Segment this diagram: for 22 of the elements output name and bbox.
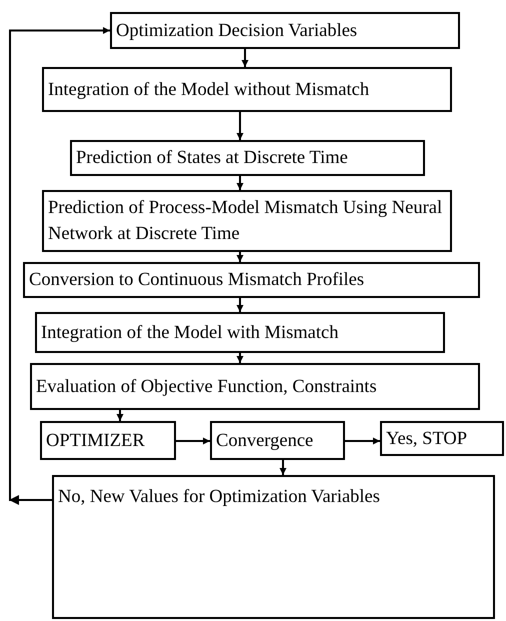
box-label: Yes, STOP bbox=[386, 428, 468, 450]
box-label: Evaluation of Objective Function, Constraints bbox=[36, 376, 377, 398]
process-box bbox=[23, 262, 480, 298]
process-box bbox=[210, 421, 345, 460]
process-box bbox=[35, 312, 445, 353]
process-box bbox=[52, 475, 495, 619]
box-label: Prediction of States at Discrete Time bbox=[76, 147, 348, 170]
process-box bbox=[42, 190, 452, 252]
process-box bbox=[380, 421, 504, 456]
box-label: Integration of the Model with Mismatch bbox=[41, 322, 338, 344]
process-box bbox=[30, 363, 480, 410]
process-box bbox=[70, 140, 425, 176]
process-box bbox=[40, 421, 176, 460]
process-box bbox=[42, 67, 452, 112]
box-label: Convergence bbox=[216, 430, 314, 452]
box-label: Integration of the Model without Mismatch bbox=[48, 78, 370, 102]
box-label: Optimization Decision Variables bbox=[116, 20, 358, 42]
process-box bbox=[110, 12, 460, 49]
box-label: Prediction of Process-Model Mismatch Using Neural Network at Discrete Time bbox=[48, 197, 444, 246]
box-label: Conversion to Continuous Mismatch Profiles bbox=[29, 269, 364, 292]
box-label: No, New Values for Optimization Variables bbox=[58, 486, 380, 509]
box-label: OPTIMIZER bbox=[46, 430, 145, 452]
